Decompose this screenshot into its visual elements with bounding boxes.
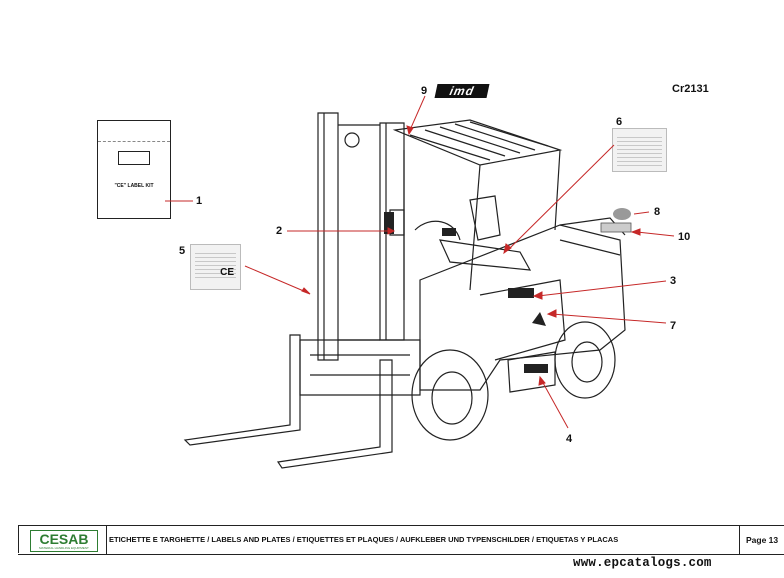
ce-data-plate: CE xyxy=(190,244,241,290)
callout-6: 6 xyxy=(616,116,623,128)
callout-2: 2 xyxy=(276,225,283,237)
watermark-url[interactable]: www.epcatalogs.com xyxy=(573,556,712,570)
envelope-window xyxy=(118,151,150,165)
cesab-logo: CESAB MATERIAL HANDLING EQUIPMENT xyxy=(30,530,98,552)
ce-mark: CE xyxy=(220,267,234,278)
callout-4: 4 xyxy=(566,433,573,445)
ce-label-kit-envelope: "CE" LABEL KIT xyxy=(97,120,171,219)
callout-1: 1 xyxy=(196,195,203,207)
footer-left-bar xyxy=(18,525,22,553)
envelope-flap xyxy=(98,121,170,142)
label-kit-text: "CE" LABEL KIT xyxy=(114,183,154,189)
plate-rows xyxy=(617,137,662,169)
info-plate xyxy=(612,128,667,172)
callout-7: 7 xyxy=(670,320,677,332)
cesab-decal xyxy=(600,222,632,233)
round-sticker xyxy=(613,208,631,220)
callout-3: 3 xyxy=(670,275,677,287)
callout-8: 8 xyxy=(654,206,661,218)
forklift-drawing xyxy=(165,95,675,469)
logo-tagline: MATERIAL HANDLING EQUIPMENT xyxy=(39,546,89,550)
logo-text: CESAB xyxy=(39,531,89,547)
plate-rows xyxy=(195,253,236,281)
page-number: Page 13 xyxy=(746,535,779,545)
footer-title: ETICHETTE E TARGHETTE / LABELS AND PLATE… xyxy=(106,526,740,554)
footer-bar: CESAB MATERIAL HANDLING EQUIPMENT ETICHE… xyxy=(18,525,784,555)
callout-9: 9 xyxy=(421,85,428,97)
callout-5: 5 xyxy=(179,245,186,257)
drawing-code: Cr2131 xyxy=(672,83,709,95)
callout-10: 10 xyxy=(678,231,691,243)
